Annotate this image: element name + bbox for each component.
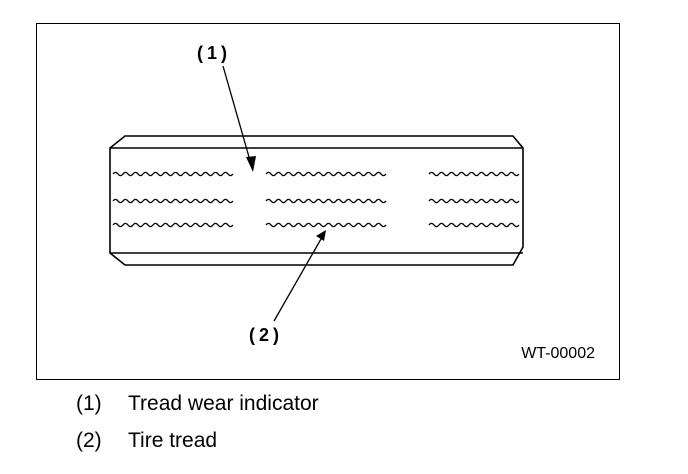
figure-frame: (1) (2) WT-00002 [36,23,620,380]
tread-groove-row-1-group-3 [428,171,520,177]
tread-groove-row-3-group-1 [112,222,234,228]
legend-text: Tire tread [128,429,218,452]
tire-outline [109,135,524,266]
tire-tread-pattern [112,171,520,228]
callout-2-arrowhead [316,230,326,241]
callout-1-arrowhead [246,156,256,172]
tread-groove-row-2-group-1 [112,198,234,204]
legend: (1) Tread wear indicator (2) Tire tread [76,393,656,467]
legend-text: Tread wear indicator [128,392,319,415]
callout-2-label: (2) [249,325,283,345]
tread-groove-row-1-group-1 [112,171,234,177]
tread-groove-row-2-group-2 [265,198,387,204]
figure-code: WT-00002 [521,345,595,362]
legend-number: (2) [76,429,102,452]
legend-item-tire-tread: (2) Tire tread [76,430,656,467]
callout-1-label: (1) [197,43,231,63]
tread-groove-row-3-group-2 [265,222,387,228]
tire-tread-diagram [109,65,524,322]
legend-number: (1) [76,392,102,415]
tread-groove-row-2-group-3 [428,198,520,204]
tread-groove-row-3-group-3 [428,222,520,228]
tread-groove-row-1-group-2 [265,171,387,177]
callout-1-leader [222,65,252,165]
callout-2-leader [273,238,322,322]
legend-item-tread-wear-indicator: (1) Tread wear indicator [76,393,656,430]
